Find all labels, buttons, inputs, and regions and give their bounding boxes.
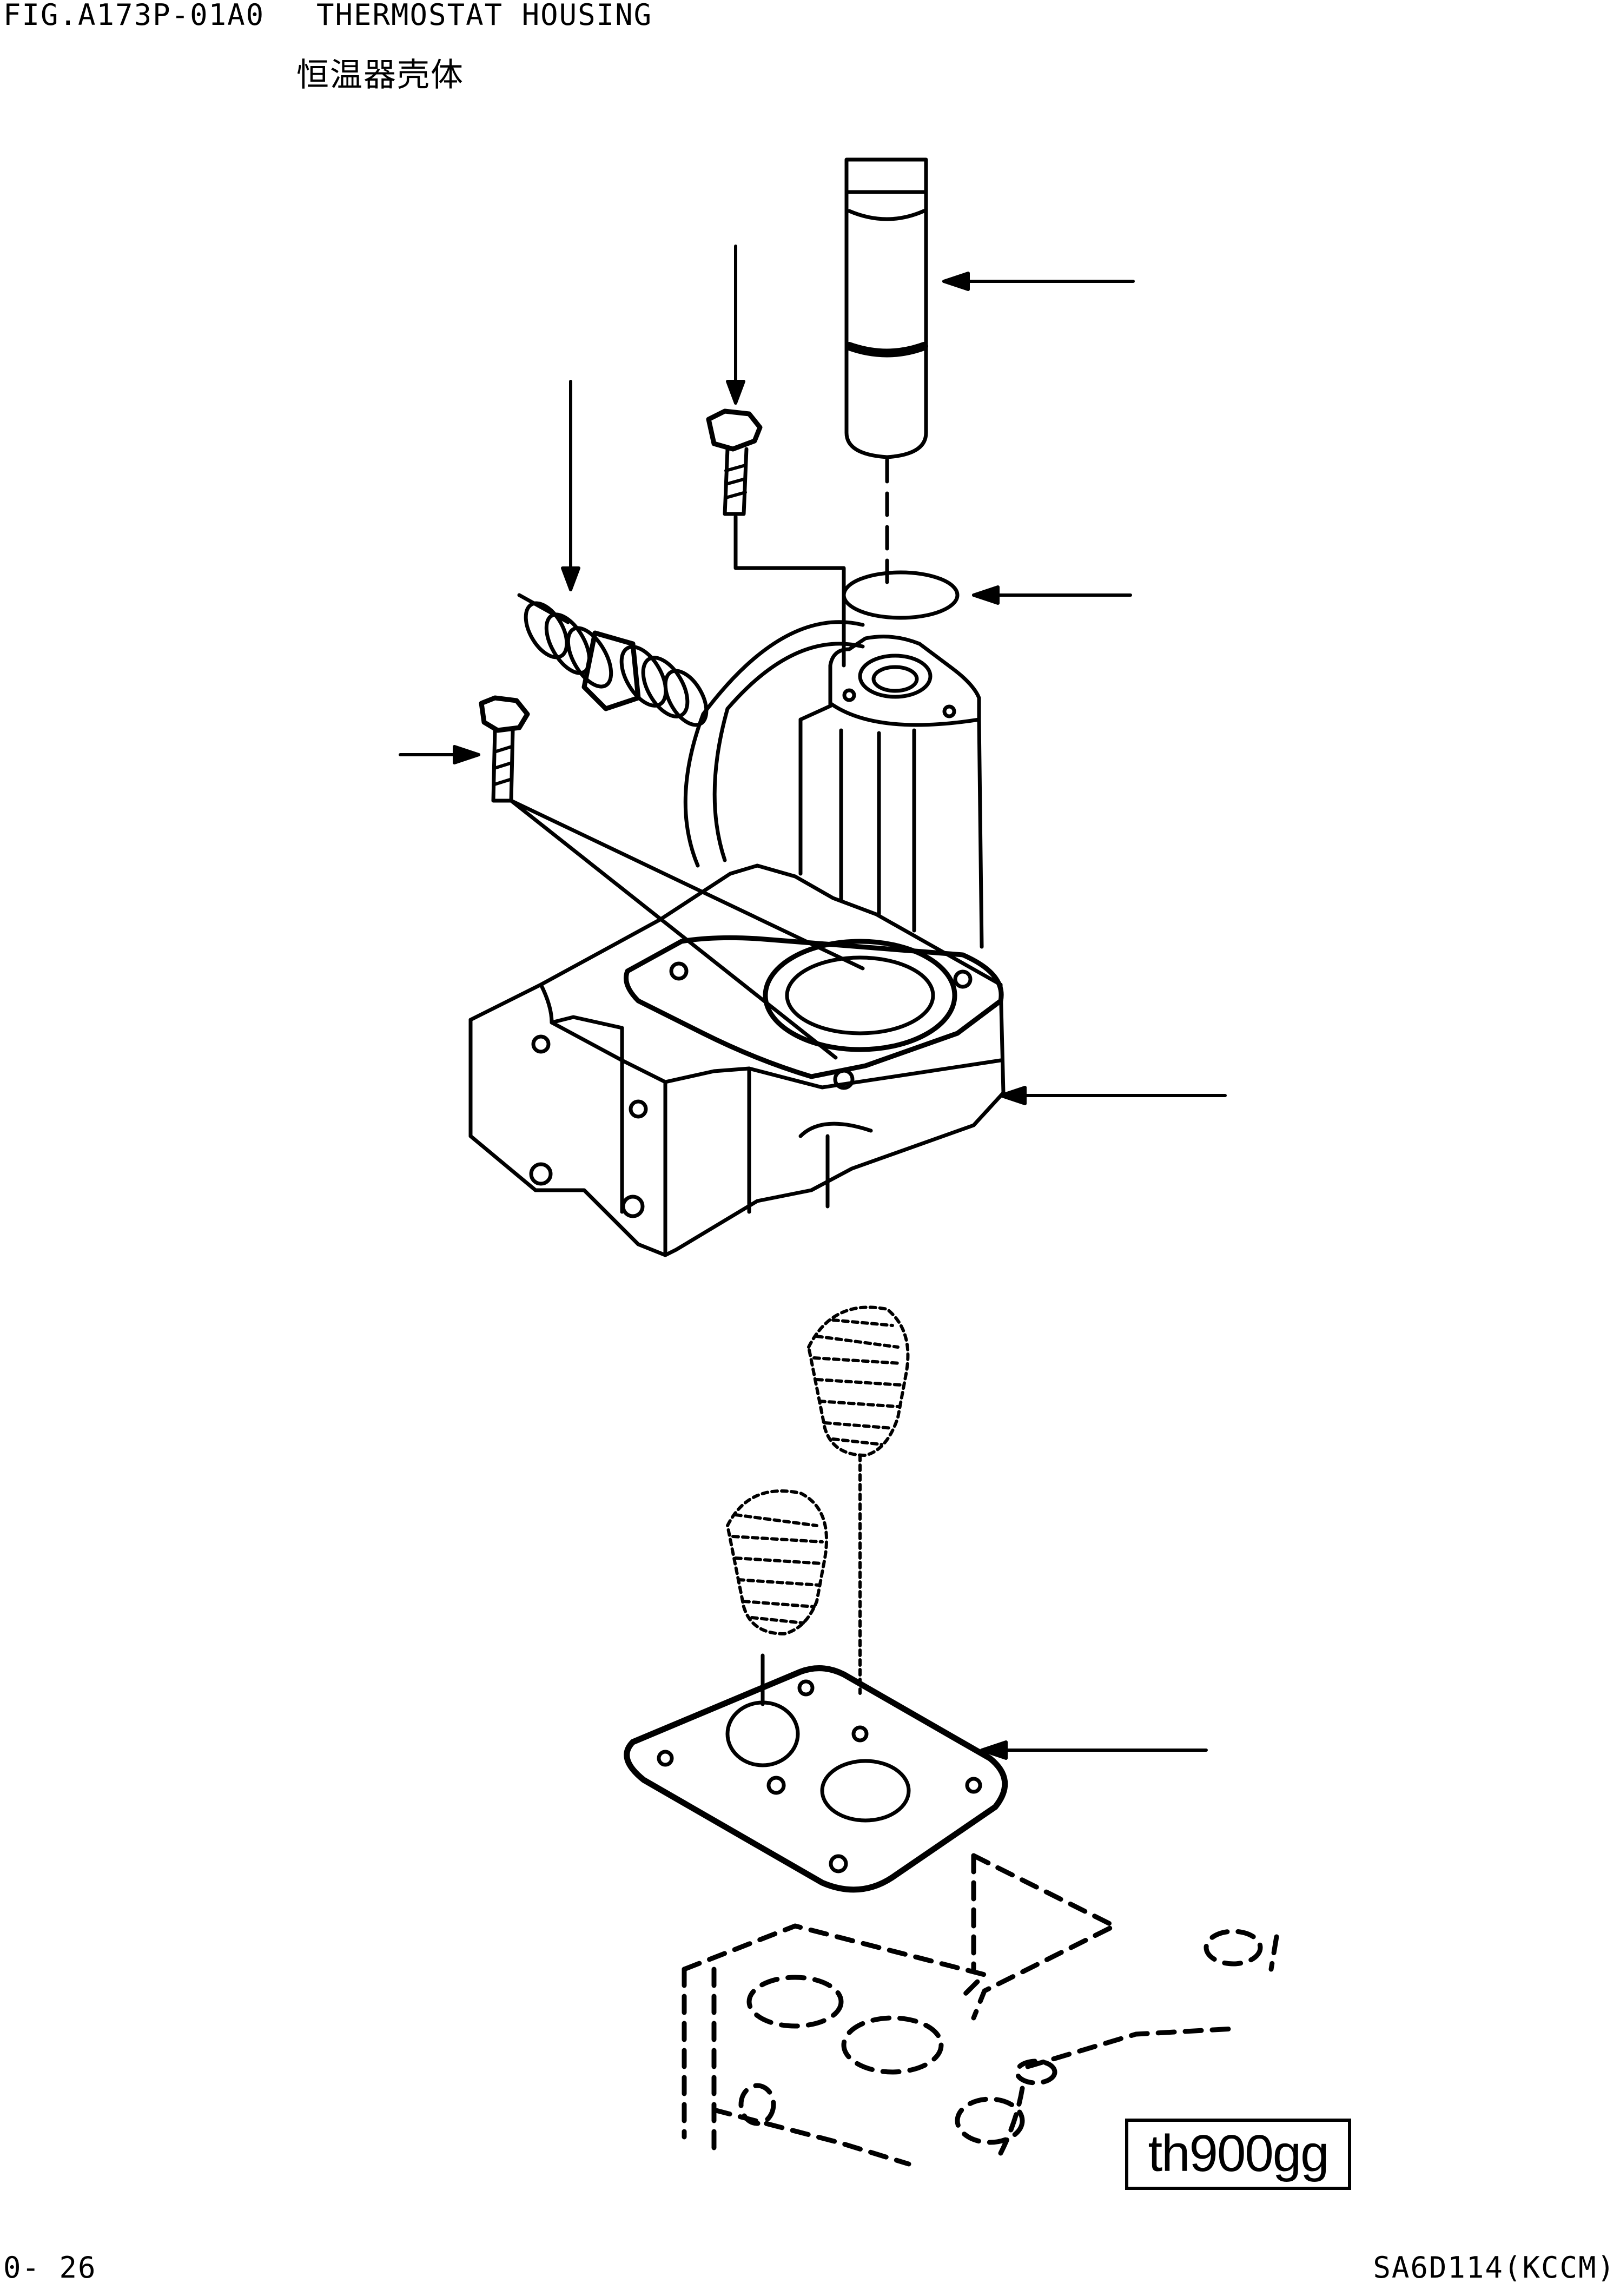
hex-bolt-left xyxy=(479,695,865,1060)
figure-title: THERMOSTAT HOUSING xyxy=(316,0,653,32)
thermostat-right xyxy=(807,1305,910,1695)
thermostat-left xyxy=(726,1489,828,1635)
thermostat-housing-lower xyxy=(468,863,1006,1257)
cylinder-head-phantom xyxy=(682,1853,1279,2167)
model-code: SA6D114(KCCM) xyxy=(1373,2251,1616,2285)
drawing-code-box: th900gg xyxy=(1125,2119,1351,2190)
threaded-fitting xyxy=(517,593,709,727)
thermostat-housing-upper xyxy=(798,635,984,949)
o-ring xyxy=(842,570,960,620)
thermostat-gasket xyxy=(624,1653,1008,1893)
page-number: 0- 26 xyxy=(3,2251,97,2285)
figure-subtitle: 恒温器壳体 xyxy=(296,56,464,94)
thermostat-sensor xyxy=(844,157,928,586)
hex-bolt-top xyxy=(706,408,846,668)
hose xyxy=(683,620,865,868)
leader-arrows xyxy=(399,245,1227,1760)
figure-label: FIG.A173P-01A0 xyxy=(3,0,265,32)
